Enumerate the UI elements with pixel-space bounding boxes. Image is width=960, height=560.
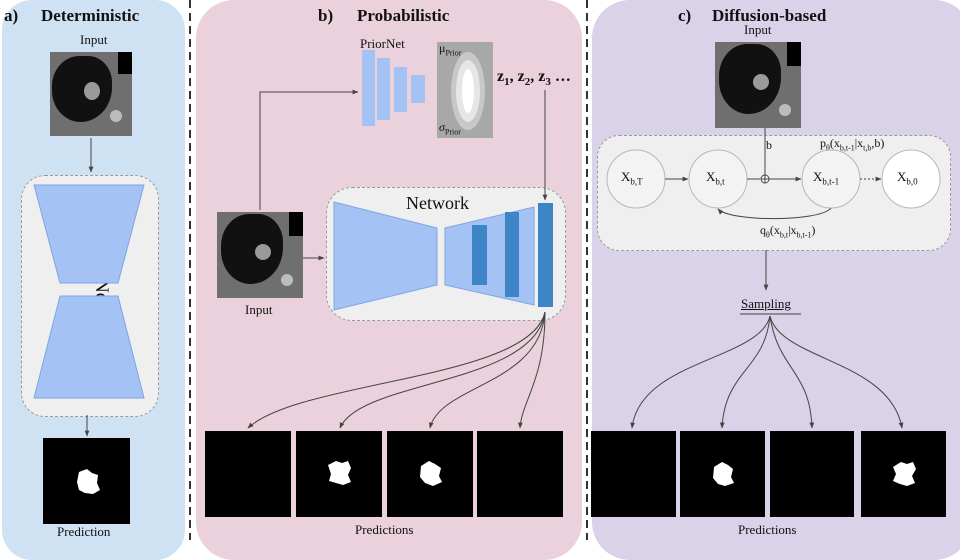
panel-a-title: Deterministic — [41, 6, 140, 25]
ct-scan-image — [217, 212, 303, 298]
segmentation-mask — [387, 431, 473, 517]
z-samples-label: z1, z2, z3 … — [497, 68, 571, 89]
segmentation-mask — [296, 431, 382, 517]
node-x-b-t: Xb,t — [706, 169, 725, 187]
panel-b-tag: b) — [318, 6, 334, 25]
segmentation-mask — [680, 431, 765, 517]
diagram-graphics — [33, 50, 941, 437]
mu-prior-label: μPrior — [439, 41, 462, 58]
panel-c-input-label: Input — [744, 22, 772, 37]
ct-scan-image — [50, 52, 132, 136]
panel-b-predictions-label: Predictions — [355, 522, 414, 537]
node-x-b-t-minus-1: Xb,t-1 — [813, 169, 840, 187]
segmentation-mask — [205, 431, 291, 517]
segmentation-mask — [43, 438, 130, 524]
separators — [189, 0, 588, 540]
priornet-encoder — [362, 50, 425, 126]
panel-c-predictions-label: Predictions — [738, 522, 797, 537]
node-x-b-0: Xb,0 — [897, 169, 918, 187]
sigma-prior-label: σPrior — [439, 120, 461, 137]
panel-b-network-label: Network — [406, 193, 469, 213]
panel-c-tag: c) — [678, 6, 692, 25]
segmentation-mask — [770, 431, 854, 517]
ct-scan-image — [715, 42, 801, 128]
q-theta-label: qθ(xb,t|xb,t-1) — [760, 223, 816, 240]
p-theta-label: pθ(xb,t-1|xt,b,b) — [820, 136, 885, 153]
b-condition-label: b — [766, 138, 772, 152]
node-x-b-T: Xb,T — [621, 169, 643, 187]
panel-b-title: Probabilistic — [357, 6, 450, 25]
panel-a-tag: a) — [4, 6, 19, 25]
segmentation-mask — [477, 431, 563, 517]
panel-a-prediction-label: Prediction — [57, 524, 111, 539]
prior-distribution-ellipse — [437, 42, 493, 138]
segmentation-mask — [591, 431, 676, 517]
panel-c-title: Diffusion-based — [712, 6, 827, 25]
panel-b-input-label: Input — [245, 302, 273, 317]
panel-a-input-label: Input — [80, 32, 108, 47]
sampling-label: Sampling — [741, 296, 791, 311]
segmentation-mask — [861, 431, 946, 517]
priornet-label: PriorNet — [360, 36, 405, 51]
